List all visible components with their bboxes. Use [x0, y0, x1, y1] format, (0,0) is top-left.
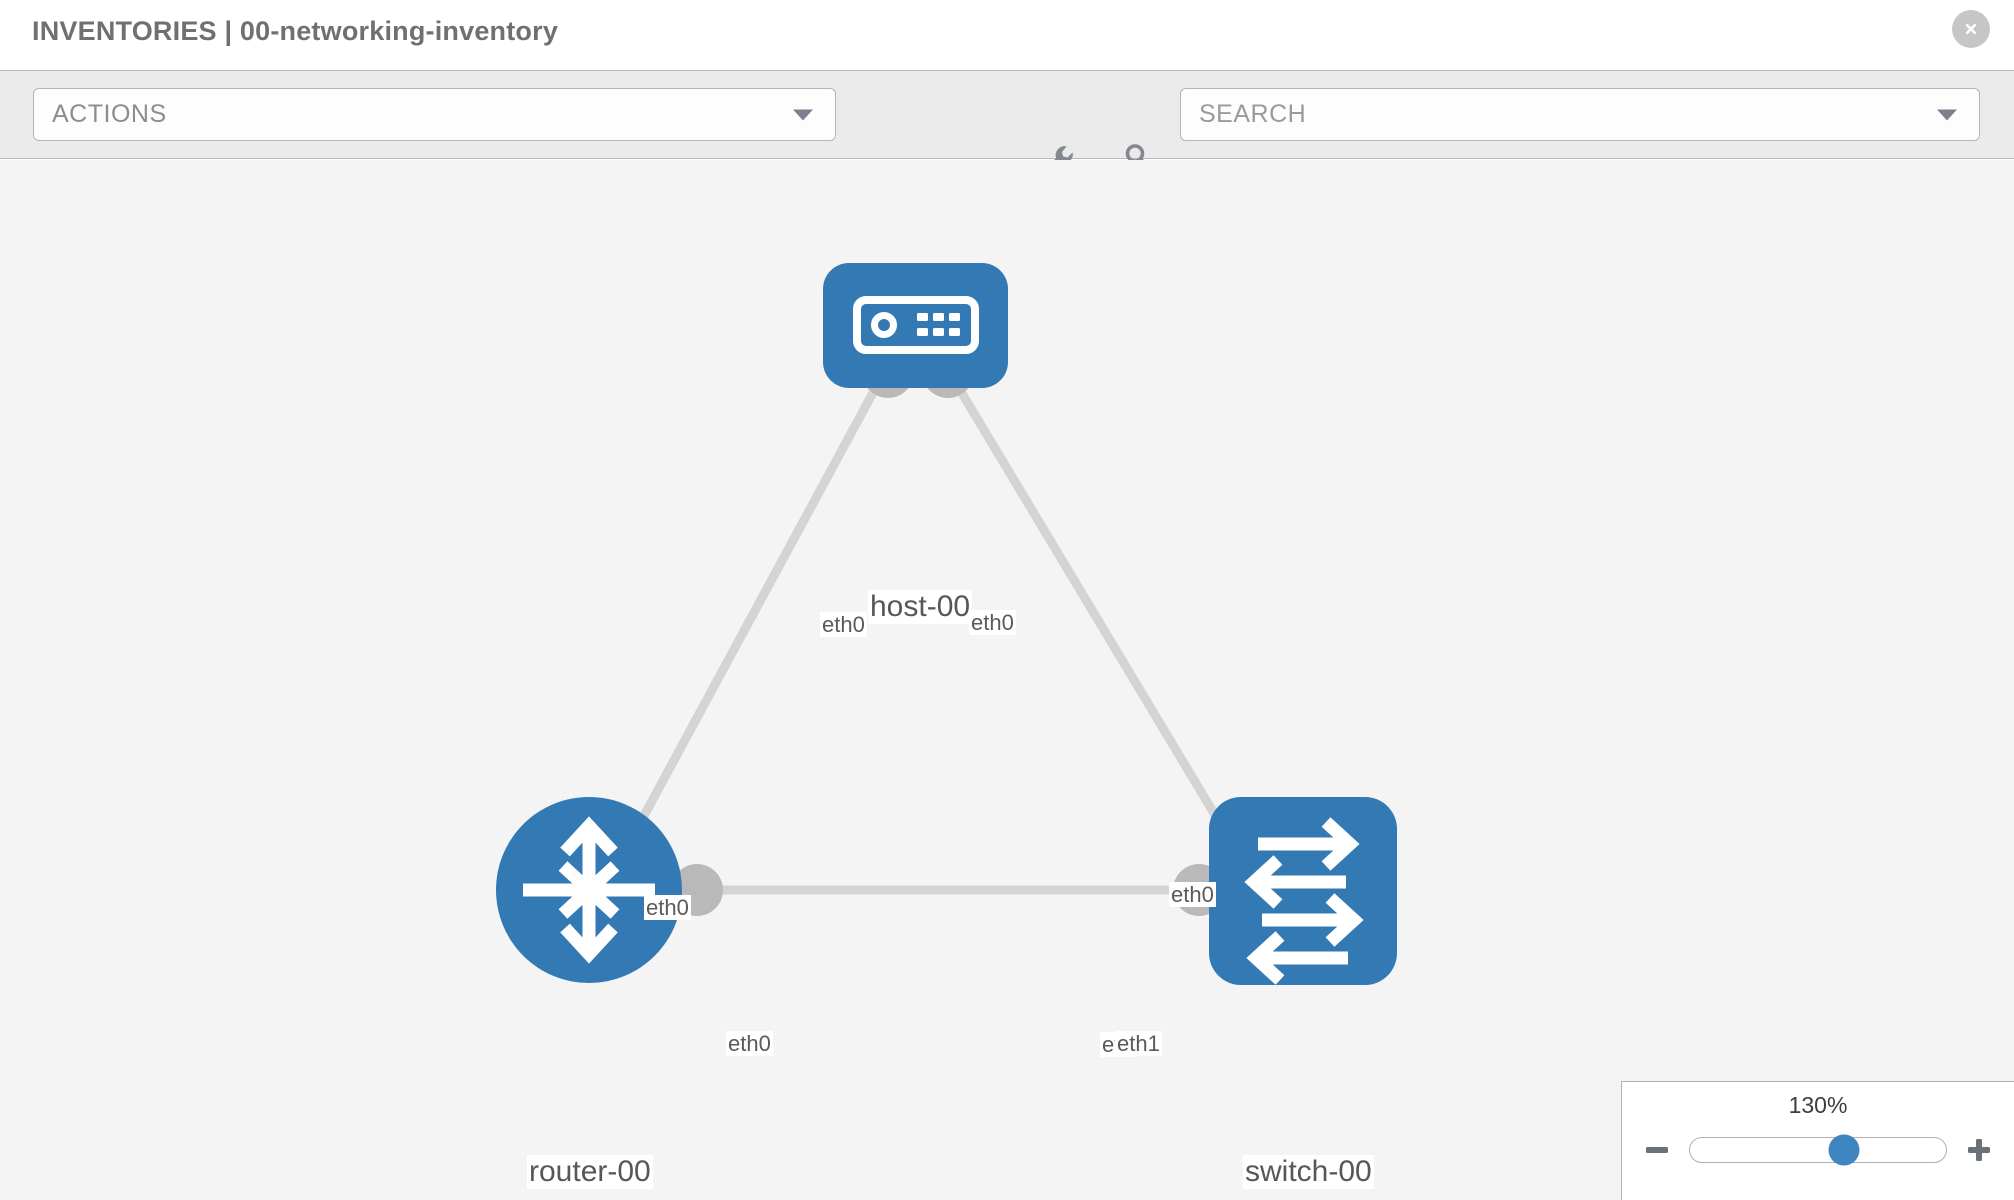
port-label-switch-left-b: eth1 [1115, 1031, 1162, 1057]
port-label-router-right: eth0 [726, 1031, 773, 1057]
close-x-glyph [1965, 23, 1977, 35]
plus-glyph [1968, 1139, 1990, 1161]
node-label-router-00: router-00 [527, 1155, 653, 1189]
chevron-down-icon[interactable] [1937, 109, 1957, 120]
search-input[interactable] [1199, 100, 1899, 129]
node-host-00[interactable] [823, 263, 1008, 388]
close-icon[interactable] [1952, 10, 1990, 48]
port-label-switch-up: eth0 [1169, 882, 1216, 908]
topology-ports [671, 346, 1261, 916]
chevron-down-icon [793, 109, 813, 120]
node-label-switch-00: switch-00 [1243, 1155, 1374, 1189]
router-arrows-icon [523, 816, 655, 964]
minus-glyph [1646, 1147, 1668, 1153]
search-field-wrapper[interactable] [1180, 88, 1980, 141]
node-label-host-00: host-00 [868, 590, 973, 624]
topology-canvas[interactable]: eth0 host-00 eth0 eth0 eth0 eth0 eth eth… [0, 160, 2014, 1200]
switch-arrows-icon [1244, 817, 1364, 985]
zoom-control-row [1622, 1130, 2014, 1170]
port-label-host-left: eth0 [820, 612, 867, 638]
actions-dropdown[interactable]: ACTIONS [33, 88, 836, 141]
zoom-slider-thumb[interactable] [1828, 1134, 1860, 1166]
link-host-switch[interactable] [941, 362, 1246, 863]
zoom-control-panel: 130% [1621, 1081, 2014, 1200]
node-switch-00[interactable] [1209, 797, 1397, 985]
actions-dropdown-label: ACTIONS [52, 100, 167, 128]
minus-icon[interactable] [1642, 1135, 1672, 1165]
port-label-host-right: eth0 [969, 610, 1016, 636]
link-host-router[interactable] [616, 362, 892, 863]
zoom-level-label: 130% [1788, 1092, 1848, 1118]
page-title: INVENTORIES | 00-networking-inventory [32, 16, 559, 46]
topology-links [616, 362, 1246, 895]
inventory-toolbar: ACTIONS [0, 70, 2014, 173]
plus-icon[interactable] [1964, 1135, 1994, 1165]
zoom-slider-track[interactable] [1689, 1134, 1947, 1166]
port-label-router-up: eth0 [644, 895, 691, 921]
topology-graph [496, 263, 1397, 985]
node-host-shape[interactable] [823, 263, 1008, 388]
node-router-00[interactable] [496, 797, 682, 983]
server-icon [853, 296, 979, 354]
page-header: INVENTORIES | 00-networking-inventory [0, 0, 2014, 70]
